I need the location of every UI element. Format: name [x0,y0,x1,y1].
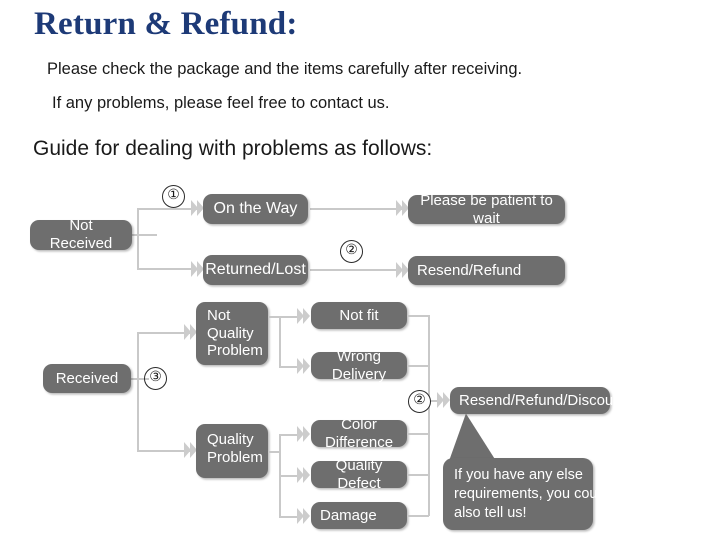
connector-line [268,451,280,453]
node-wrong-delivery[interactable]: Wrong Delivery [311,348,407,383]
connector-line [137,268,200,270]
connector-line [428,400,442,402]
connector-line [279,316,281,366]
connector-line [268,316,280,318]
intro-line-2: If any problems, please feel free to con… [52,94,390,112]
page-title: Return & Refund: [34,6,298,42]
node-resend-refund[interactable]: Resend/Refund [408,256,565,285]
node-quality-defect[interactable]: Quality Defect [311,457,407,492]
connector-line [130,378,149,380]
intro-line-1: Please check the package and the items c… [47,60,523,78]
connector-line [279,316,301,318]
marker-three: ③ [144,367,167,390]
node-label: Resend/Refund [417,261,522,279]
arrow-icon [297,426,311,442]
node-label: Returned/Lost [205,260,306,278]
node-resend-refund-discount[interactable]: Resend/Refund/Discount [450,387,626,414]
connector-line [137,208,200,210]
guide-heading: Guide for dealing with problems as follo… [33,137,433,160]
connector-line [131,234,157,236]
bubble-line-3: also tell us! [454,505,527,522]
arrow-icon [191,261,205,277]
node-color-difference[interactable]: Color Difference [311,416,407,451]
connector-line [407,365,429,367]
node-label: Not Received [49,217,113,252]
connector-line [428,315,430,516]
connector-line [137,208,139,270]
node-not-fit[interactable]: Not fit [311,302,407,329]
node-not-quality-problem[interactable]: Not Quality Problem [196,302,268,365]
node-label: Damage [320,506,377,524]
node-label-line-2: Problem [207,448,263,466]
connector-line [279,434,301,436]
connector-line [310,208,405,210]
connector-line [279,475,301,477]
arrow-icon [297,508,311,524]
arrow-icon [184,324,198,340]
callout-bubble: If you have any else requirements, you c… [443,458,609,530]
arrow-icon [437,392,451,408]
connector-line [137,450,193,452]
connector-line [137,332,139,450]
node-label: Color Difference [324,415,394,451]
connector-line [137,332,193,334]
node-not-received[interactable]: Not Received [30,217,132,252]
connector-line [279,366,301,368]
arrow-icon [396,200,410,216]
connector-line [407,315,429,317]
node-received[interactable]: Received [43,364,131,393]
node-quality-problem[interactable]: Quality Problem [196,424,268,478]
arrow-icon [297,467,311,483]
connector-line [407,433,429,435]
bubble-line-1: If you have any else [454,467,583,483]
arrow-icon [396,262,410,278]
connector-line [407,474,429,476]
marker-two: ② [340,240,363,263]
node-label: Received [55,369,119,387]
node-label: Not fit [339,306,379,324]
connector-line [279,516,301,518]
connector-line [407,515,429,517]
arrow-icon [297,308,311,324]
node-label-line-1: Quality [207,431,254,448]
connector-line [310,269,405,271]
node-label-line-3: Problem [207,342,263,360]
node-label: Quality Defect [335,456,383,492]
node-label-line-2: Quality [207,324,254,342]
node-label: Please be patient to wait [420,191,553,227]
node-returned-lost[interactable]: Returned/Lost [203,255,308,285]
arrow-icon [184,442,198,458]
arrow-icon [297,358,311,374]
marker-two-lower: ② [408,390,431,413]
node-label: Resend/Refund/Discount [459,391,626,409]
node-please-be-patient[interactable]: Please be patient to wait [408,191,565,227]
node-label: Wrong Delivery [331,347,387,383]
bubble-line-2: requirements, you could [454,486,609,503]
node-on-the-way[interactable]: On the Way [203,194,308,224]
node-label: On the Way [213,199,298,217]
node-label-line-1: Not [207,307,231,324]
arrow-icon [191,200,205,216]
marker-one: ① [162,185,185,208]
node-damage[interactable]: Damage [311,502,407,529]
